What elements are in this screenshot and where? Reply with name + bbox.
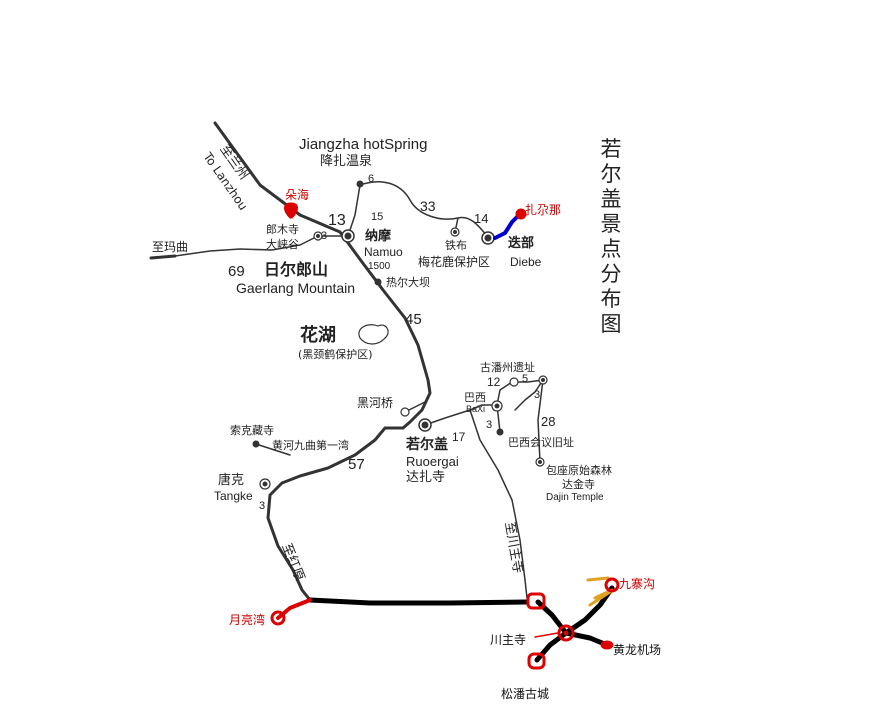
label-huanghe: 黄河九曲第一湾 — [272, 439, 349, 452]
label-langmusi-1: 郎木寺 — [266, 223, 299, 236]
marker-gupanzhou — [509, 377, 519, 387]
label-namuo-cn: 纳摩 — [365, 229, 392, 244]
distance-label: 45 — [405, 311, 422, 328]
label-ruoergai-en: Ruoergai — [406, 454, 459, 469]
annotation-chuanzhusi: 川主寺 — [490, 633, 527, 647]
marker-chuanzhusi-turnoff — [526, 592, 546, 610]
label-tangke-cn: 唐克 — [218, 473, 245, 488]
huahu-lake — [358, 324, 389, 345]
red-markers — [270, 202, 620, 670]
road-network — [149, 121, 544, 602]
label-suoke: 索克藏寺 — [230, 424, 274, 437]
road-namuo-jiangzha — [347, 184, 361, 237]
title-char: 若 — [600, 137, 622, 161]
label-baxi-meeting: 巴西会议旧址 — [508, 436, 574, 449]
label-ruoergai-cn: 若尔盖 — [406, 437, 448, 453]
marker-jiangzha — [356, 180, 364, 188]
distance-label: 5 — [522, 373, 529, 385]
marker-yueliangwan — [270, 610, 286, 626]
distance-label: 12 — [487, 375, 501, 389]
gold-mark-2 — [586, 576, 610, 582]
distance-label: 3 — [321, 230, 328, 242]
label-reerdaba: 热尔大坝 — [386, 276, 430, 289]
label-namuo-en: Namuo — [364, 245, 403, 259]
marker-duohai — [284, 202, 298, 219]
distance-label: 1500 — [368, 261, 391, 272]
marker-jiuzhaigou — [604, 577, 620, 593]
distance-label: 15 — [371, 211, 384, 223]
marker-huanglong — [600, 640, 614, 650]
label-gupanzhou: 古潘州遗址 — [480, 361, 535, 374]
marker-reerdaba — [374, 278, 382, 286]
label-diebu-cn: 迭部 — [508, 236, 535, 251]
annotation-jiuzhaigou: 九寨沟 — [619, 577, 656, 591]
distance-label: 6 — [368, 173, 375, 185]
marker-zhagana — [515, 208, 527, 220]
title-char: 分 — [600, 262, 622, 286]
road-reerdaba — [361, 261, 379, 283]
label-huahu-sub: (黑颈鹤保护区) — [298, 348, 373, 361]
distance-label: 17 — [452, 430, 466, 444]
marker-suoke — [252, 440, 260, 448]
label-diebu-en: Diebe — [510, 255, 542, 269]
distance-label: 3 — [259, 500, 266, 512]
distance-label: 69 — [228, 263, 245, 280]
road-ruoergai-tangke — [266, 426, 405, 602]
label-gaerlang-en: Gaerlang Mountain — [236, 280, 356, 296]
distance-label: 14 — [474, 211, 489, 226]
road-suoke — [255, 443, 291, 456]
title-char: 点 — [600, 237, 622, 261]
label-langmusi-2: 大峡谷 — [266, 238, 299, 251]
drawn-road-to-jiuzhaigou — [563, 585, 615, 636]
main-highway — [213, 121, 432, 430]
annotation-songpan: 松潘古城 — [501, 687, 550, 701]
label-jiangzha-en: Jiangzha hotSpring — [299, 136, 428, 153]
annotation-yueliangwan: 月亮湾 — [229, 613, 266, 627]
road-jiangzha-diebu — [359, 181, 489, 238]
title-char: 盖 — [600, 187, 622, 211]
label-meihualu: 梅花鹿保护区 — [418, 255, 491, 269]
title-char: 图 — [600, 312, 622, 336]
label-jiangzha-cn: 降扎温泉 — [320, 154, 373, 169]
label-baxi-cn: 巴西 — [464, 391, 486, 404]
label-baxi-en: BaXi — [466, 404, 486, 414]
distance-label: 3 — [486, 419, 493, 431]
blue-road-zhagana — [493, 212, 522, 240]
annotation-huanglong-airport: 黄龙机场 — [613, 643, 662, 657]
road-to-chuanzhusi — [469, 409, 528, 599]
marker-chuanzhusi — [557, 624, 575, 642]
label-heihe-bridge: 黑河桥 — [357, 396, 394, 410]
label-tangke-en: Tangke — [214, 489, 253, 503]
chuanzhusi-pointer — [534, 632, 559, 638]
drawn-road-yueliangwan-east — [307, 597, 530, 606]
label-baozuo: 包座原始森林 — [546, 464, 612, 477]
marker-baxi-meeting — [496, 428, 504, 436]
label-tiebu: 铁布 — [445, 239, 467, 252]
distance-label: 33 — [420, 198, 436, 214]
label-huahu: 花湖 — [300, 325, 336, 346]
title-char: 尔 — [600, 162, 622, 186]
marker-heihe — [400, 407, 410, 417]
road-maqu-end — [149, 254, 177, 260]
distance-label: 3 — [534, 389, 541, 401]
marker-songpan — [527, 652, 546, 670]
label-dazhasi: 达扎寺 — [406, 470, 446, 485]
label-dajin-cn: 达金寺 — [562, 478, 595, 491]
distance-label: 13 — [328, 212, 346, 229]
label-dajin-en: Dajin Temple — [546, 492, 604, 503]
town-markers — [252, 180, 548, 490]
distance-label: 57 — [348, 456, 365, 473]
label-gaerlang-cn: 日尔郎山 — [264, 260, 329, 279]
title-char: 景 — [600, 212, 622, 236]
road-dajin — [537, 379, 544, 463]
label-zhimaqu: 至玛曲 — [152, 240, 189, 254]
annotation-duohai: 朵海 — [285, 188, 310, 202]
road-gupanzhou-east — [514, 379, 544, 411]
title-char: 布 — [600, 287, 622, 311]
annotation-zhagana: 扎尕那 — [525, 203, 562, 217]
distance-label: 28 — [541, 414, 556, 429]
